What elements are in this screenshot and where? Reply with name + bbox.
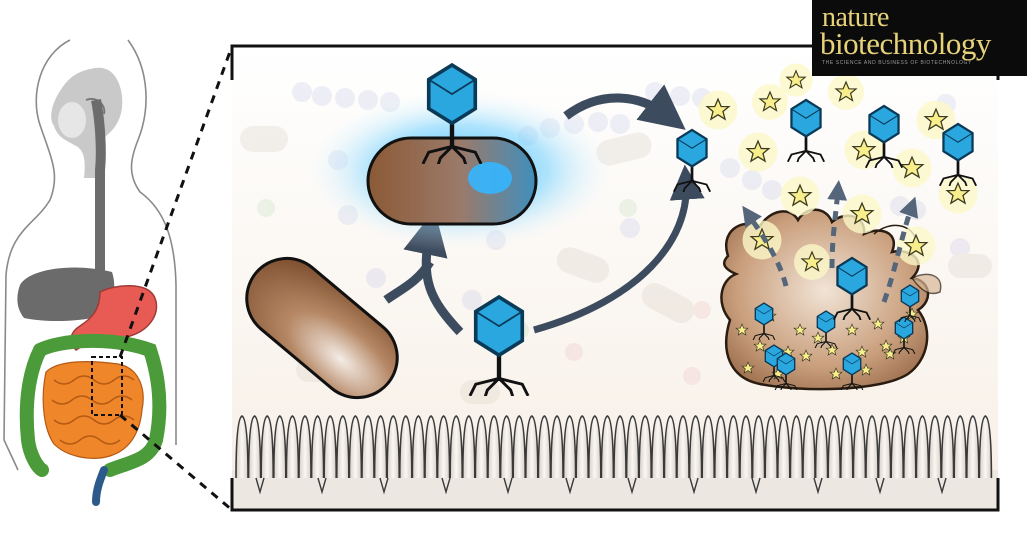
villus — [399, 415, 413, 479]
villus — [424, 415, 438, 479]
villus — [487, 415, 501, 479]
villus — [525, 415, 539, 479]
dashed-arrow-icon — [742, 205, 789, 287]
villus — [588, 415, 602, 479]
infected-bacterium — [300, 65, 620, 252]
villus — [361, 415, 375, 479]
villus — [978, 415, 993, 479]
villus — [953, 415, 967, 479]
curved-arrow-icon — [563, 84, 686, 130]
villus — [499, 415, 514, 479]
villus — [865, 415, 879, 479]
dashed-arrow-icon — [827, 180, 848, 269]
villus — [840, 415, 854, 479]
villus — [550, 415, 564, 479]
villus — [562, 415, 577, 479]
villus — [512, 415, 526, 479]
zoom-line-bottom — [119, 413, 233, 512]
villus — [789, 415, 804, 479]
villus — [714, 415, 728, 479]
zoom-line-top — [118, 45, 234, 358]
villus — [827, 415, 841, 479]
villi-icon — [232, 415, 998, 510]
villus — [726, 415, 741, 479]
villus — [348, 415, 363, 479]
villus — [411, 415, 426, 479]
villus — [449, 415, 463, 479]
bacterium-icon — [245, 256, 399, 400]
villus — [915, 415, 930, 479]
curved-arrow-icon — [533, 164, 705, 334]
villus — [285, 415, 300, 479]
villus — [877, 415, 892, 479]
villus — [638, 415, 652, 479]
villus — [903, 415, 917, 479]
human-body-icon — [3, 39, 177, 506]
villus — [814, 415, 829, 479]
villus — [701, 415, 715, 479]
villus — [310, 415, 325, 479]
villus — [235, 415, 249, 479]
villus — [273, 415, 287, 479]
villus — [260, 415, 274, 479]
villus — [600, 415, 615, 479]
villus — [739, 415, 753, 479]
villus — [247, 415, 262, 479]
villus — [323, 415, 337, 479]
villus — [474, 415, 489, 479]
villus — [802, 415, 816, 479]
villus — [386, 415, 400, 479]
logo-biotechnology-text: biotechnology — [820, 26, 991, 61]
nature-biotechnology-logo: nature biotechnology THE SCIENCE AND BUS… — [812, 0, 1027, 76]
curved-arrow-icon — [383, 259, 434, 304]
villus — [663, 415, 678, 479]
villus — [298, 415, 312, 479]
villus — [575, 415, 589, 479]
villus — [462, 415, 476, 479]
villus — [764, 415, 778, 479]
villus — [537, 415, 552, 479]
villus — [625, 415, 640, 479]
villus — [336, 415, 350, 479]
logo-tagline: THE SCIENCE AND BUSINESS OF BIOTECHNOLOG… — [822, 60, 972, 66]
villus — [890, 415, 904, 479]
villus — [651, 415, 665, 479]
villus — [940, 415, 955, 479]
dashed-arrow-icon — [881, 196, 919, 303]
villus — [676, 415, 690, 479]
villus — [966, 415, 980, 479]
villus — [373, 415, 388, 479]
villus — [928, 415, 942, 479]
villus — [777, 415, 791, 479]
villus — [852, 415, 867, 479]
villus — [751, 415, 766, 479]
magnified-panel — [230, 44, 1000, 512]
logo-nature-text: nature — [822, 2, 889, 33]
villus — [436, 415, 451, 479]
villus — [688, 415, 703, 479]
villus — [613, 415, 627, 479]
